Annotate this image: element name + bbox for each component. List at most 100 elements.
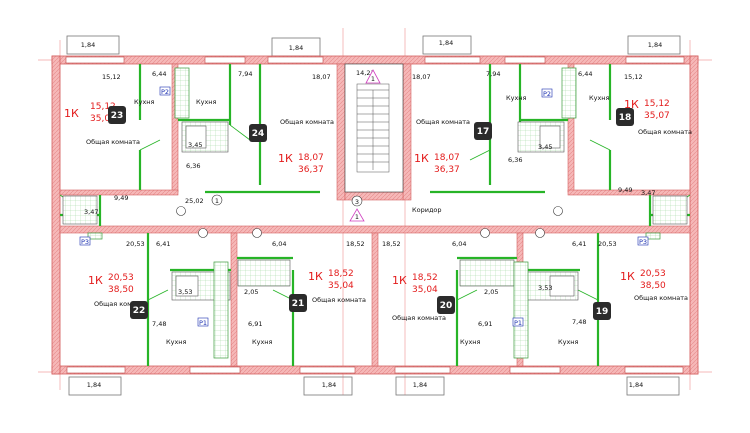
total-area: 38,50 — [640, 281, 666, 291]
apartment-type: 1К — [620, 270, 635, 283]
common-room-label: Общая комната — [392, 314, 446, 322]
living-area: 20,53 — [108, 273, 134, 283]
partitions — [60, 64, 690, 366]
room-area: 6,04 — [272, 240, 286, 248]
riser-label: P3 — [81, 238, 89, 246]
apartment-23: 15,12 6,44 3,45 6,36 9,49 3,47 1К 15,12 … — [64, 70, 202, 216]
living-area: 15,12 — [644, 99, 670, 109]
room-area: 7,94 — [486, 70, 500, 78]
kitchen-label: Кухня — [460, 338, 481, 346]
common-room-label: Общая комната — [416, 118, 470, 126]
riser-label: P2 — [161, 88, 169, 96]
apartment-number: 21 — [292, 299, 305, 309]
room-area: 15,12 — [102, 73, 121, 81]
kitchen-label: Кухня — [166, 338, 187, 346]
apartment-number: 24 — [252, 129, 265, 139]
room-area: 3,53 — [178, 288, 192, 296]
total-area: 35,04 — [412, 285, 438, 295]
balcony-area: 1,84 — [81, 41, 95, 49]
apartment-21: 6,04 18,52 2,05 6,91 1К 18,52 35,04 Кухн… — [244, 240, 366, 346]
room-area: 20,53 — [126, 240, 145, 248]
room-area: 3,47 — [641, 189, 655, 197]
living-area: 18,52 — [412, 273, 438, 283]
corridor-area: 25,02 — [185, 197, 204, 205]
riser-label: P3 — [639, 238, 647, 246]
room-area: 6,91 — [248, 320, 262, 328]
room-area: 15,12 — [624, 73, 643, 81]
axis-markers — [176, 206, 563, 238]
balcony-bottom-3 — [395, 376, 445, 396]
room-area: 2,05 — [244, 288, 258, 296]
apartment-type: 1К — [88, 274, 103, 287]
common-room-label: Общая комната — [94, 300, 148, 308]
apartment-17: 18,07 7,94 6,36 1К 18,07 36,37 Кухня Общ… — [412, 70, 527, 175]
living-area: 20,53 — [640, 269, 666, 279]
room-area: 6,36 — [508, 156, 522, 164]
room-area: 6,44 — [152, 70, 166, 78]
balcony-bottom-4 — [626, 376, 680, 396]
living-area: 18,07 — [434, 153, 460, 163]
apartment-24: 7,94 18,07 1К 18,07 36,37 Кухня Общая ко… — [196, 70, 334, 175]
kitchen-label: Кухня — [589, 94, 610, 102]
apartment-number: 18 — [619, 113, 632, 123]
balcony-top-4 — [627, 35, 681, 55]
balconies — [66, 35, 681, 396]
bathrooms — [62, 121, 688, 301]
room-area: 6,41 — [572, 240, 586, 248]
room-area: 7,48 — [572, 318, 586, 326]
balcony-area: 1,84 — [322, 381, 336, 389]
apartment-type: 1К — [624, 98, 639, 111]
total-area: 38,50 — [108, 285, 134, 295]
room-area: 6,41 — [156, 240, 170, 248]
balcony-area: 1,84 — [413, 381, 427, 389]
riser-label: P1 — [199, 319, 207, 327]
windows — [65, 56, 685, 374]
common-room-label: Общая комната — [312, 296, 366, 304]
room-area: 18,07 — [412, 73, 431, 81]
kitchen-label: Кухня — [134, 98, 155, 106]
riser-labels: P1 P2 P3 P1 P2 P3 — [79, 86, 649, 327]
room-area: 6,91 — [478, 320, 492, 328]
apartment-type: 1К — [308, 270, 323, 283]
room-area: 7,48 — [152, 320, 166, 328]
room-area: 7,94 — [238, 70, 252, 78]
balcony-area: 1,84 — [87, 381, 101, 389]
total-area: 35,07 — [90, 114, 116, 124]
apartment-19: 6,41 20,53 3,53 7,48 1К 20,53 38,50 Кухн… — [538, 240, 688, 346]
balcony-area: 1,84 — [629, 381, 643, 389]
apartment-number: 23 — [111, 111, 124, 121]
stair: 14,21 1 — [344, 63, 404, 193]
room-area: 3,47 — [84, 208, 98, 216]
riser-label: P1 — [514, 319, 522, 327]
room-area: 9,49 — [114, 194, 128, 202]
section-marker: 3 — [355, 198, 359, 206]
balcony-top-1 — [66, 35, 120, 55]
apartment-22: 20,53 6,41 3,53 7,48 1К 20,53 38,50 Кухн… — [88, 240, 192, 346]
room-area: 3,45 — [188, 141, 202, 149]
room-area: 18,07 — [312, 73, 331, 81]
balcony-area: 1,84 — [289, 44, 303, 52]
room-area: 6,04 — [452, 240, 466, 248]
corridor-label: Коридор — [412, 206, 442, 214]
total-area: 36,37 — [298, 165, 324, 175]
apartment-type: 1К — [414, 152, 429, 165]
apartment-number: 17 — [477, 127, 490, 137]
stair-area: 14,21 — [356, 69, 375, 77]
room-area: 18,52 — [382, 240, 401, 248]
total-area: 36,37 — [434, 165, 460, 175]
balcony-bottom-2 — [303, 376, 353, 396]
apartment-18: 6,44 15,12 3,45 9,49 3,47 1К 15,12 35,07… — [538, 70, 692, 197]
room-area: 20,53 — [598, 240, 617, 248]
living-area: 18,07 — [298, 153, 324, 163]
apartment-type: 1К — [64, 107, 79, 120]
apartment-number: 19 — [596, 307, 609, 317]
corridor: Коридор 25,02 1 3 1 — [185, 194, 442, 222]
apartment-type: 1К — [278, 152, 293, 165]
kitchen-label: Кухня — [196, 98, 217, 106]
room-area: 6,44 — [578, 70, 592, 78]
total-area: 35,04 — [328, 281, 354, 291]
corridor-marker: 1 — [215, 197, 219, 205]
apartment-20: 18,52 6,04 2,05 6,91 1К 18,52 35,04 Кухн… — [382, 240, 498, 346]
corridor-triangle: 1 — [355, 213, 359, 221]
